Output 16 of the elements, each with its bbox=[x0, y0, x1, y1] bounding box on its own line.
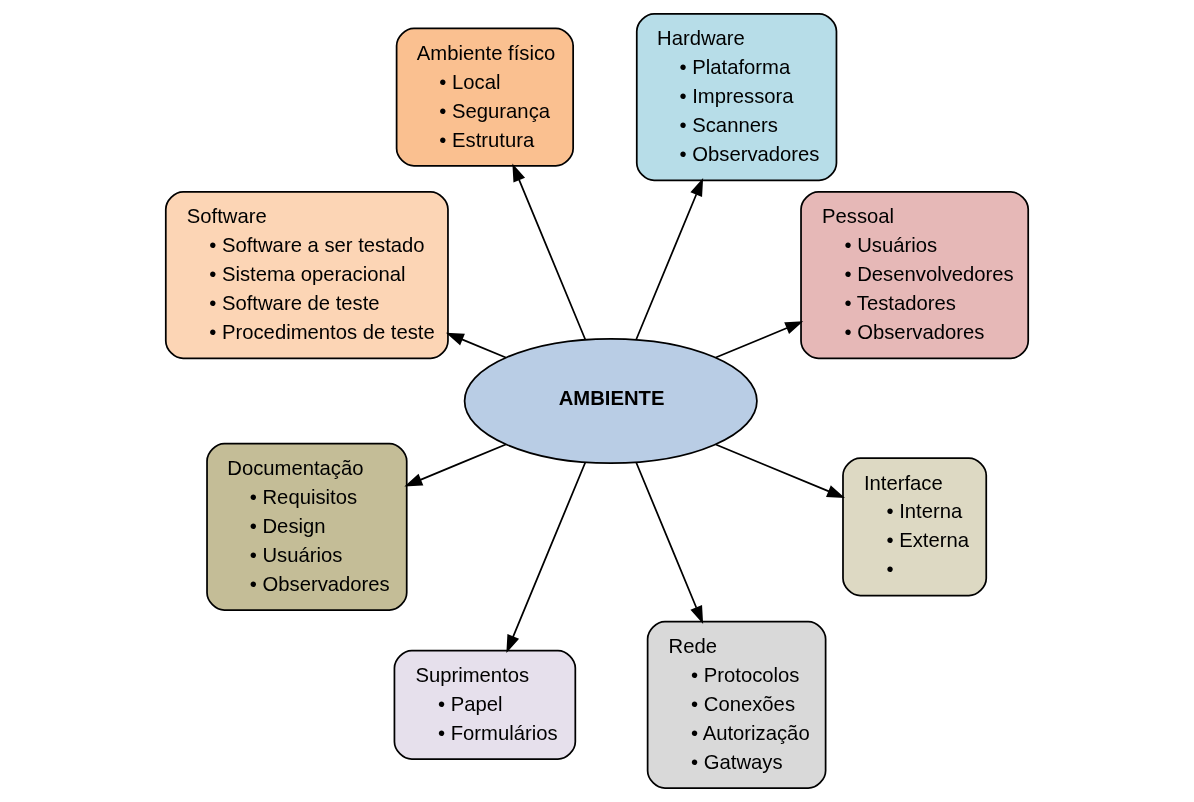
node-box: Pessoal • Usuários • Desenvolvedores • Testadores • Observadores bbox=[800, 191, 1030, 360]
node-box: Suprimentos • Papel • Formulários bbox=[393, 649, 577, 760]
node-box: Hardware • Plataforma • Impressora • Scanners • Observadores bbox=[635, 13, 838, 182]
arrow bbox=[635, 178, 704, 341]
node-box: Rede • Protocolos • Conexões • Autorização • Gatways bbox=[646, 620, 827, 789]
arrow bbox=[714, 321, 804, 359]
node-box: Ambiente físico • Local • Segurança • Estrutura bbox=[395, 27, 574, 167]
arrow bbox=[506, 461, 587, 653]
node-box: Interface • Interna • Externa • bbox=[842, 457, 988, 597]
node-box: Software • Software a ser testado • Sistema operacional • Software de teste • Procedimentos de teste bbox=[164, 191, 449, 360]
arrow bbox=[714, 443, 846, 499]
node-box: Documentação • Requisitos • Design • Usuários • Observadores bbox=[206, 442, 408, 611]
arrow bbox=[404, 443, 507, 487]
arrow bbox=[635, 461, 704, 624]
arrow bbox=[445, 332, 507, 359]
arrow bbox=[512, 163, 587, 341]
